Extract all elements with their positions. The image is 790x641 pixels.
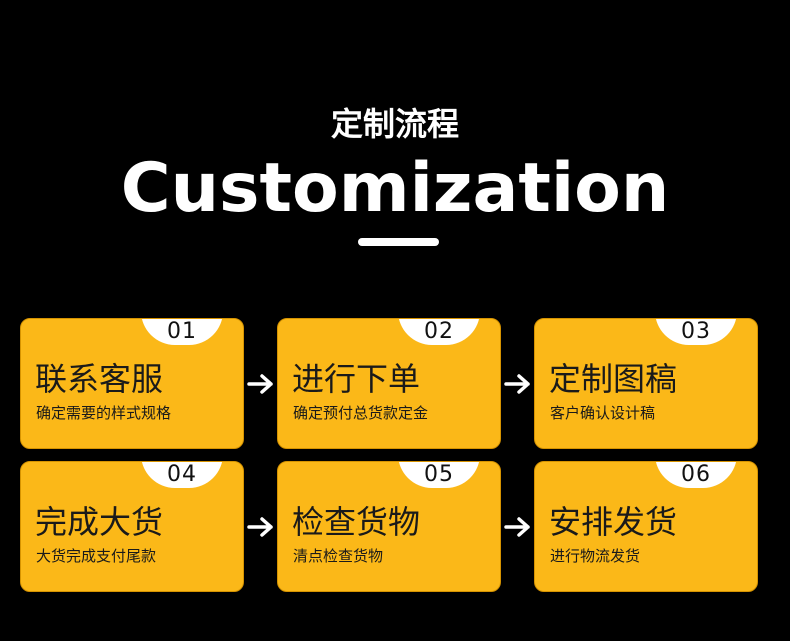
step-card-05: 05 检查货物 清点检查货物 — [277, 461, 501, 592]
step-number: 05 — [398, 462, 480, 488]
step-card-04: 04 完成大货 大货完成支付尾款 — [20, 461, 244, 592]
step-name: 完成大货 — [35, 503, 164, 541]
step-card-06: 06 安排发货 进行物流发货 — [534, 461, 758, 592]
arrow-right-icon — [504, 517, 530, 537]
step-number: 03 — [655, 319, 737, 345]
step-name: 安排发货 — [549, 503, 678, 541]
step-name: 进行下单 — [292, 360, 421, 398]
step-name: 检查货物 — [292, 503, 421, 541]
arrow-right-icon — [247, 517, 273, 537]
step-card-01: 01 联系客服 确定需要的样式规格 — [20, 318, 244, 449]
step-card-03: 03 定制图稿 客户确认设计稿 — [534, 318, 758, 449]
step-description: 确定预付总货款定金 — [293, 404, 429, 422]
step-name: 定制图稿 — [549, 360, 678, 398]
step-number: 01 — [141, 319, 223, 345]
step-name: 联系客服 — [35, 360, 164, 398]
page-title: Customization — [120, 149, 670, 228]
step-card-02: 02 进行下单 确定预付总货款定金 — [277, 318, 501, 449]
step-description: 进行物流发货 — [550, 547, 641, 565]
step-number: 04 — [141, 462, 223, 488]
step-description: 清点检查货物 — [293, 547, 384, 565]
step-number: 06 — [655, 462, 737, 488]
step-description: 客户确认设计稿 — [550, 404, 656, 422]
arrow-right-icon — [504, 374, 530, 394]
step-description: 确定需要的样式规格 — [36, 404, 172, 422]
step-number: 02 — [398, 319, 480, 345]
step-description: 大货完成支付尾款 — [36, 547, 157, 565]
page-subtitle: 定制流程 — [330, 105, 459, 143]
title-underline — [358, 238, 439, 246]
arrow-right-icon — [247, 374, 273, 394]
